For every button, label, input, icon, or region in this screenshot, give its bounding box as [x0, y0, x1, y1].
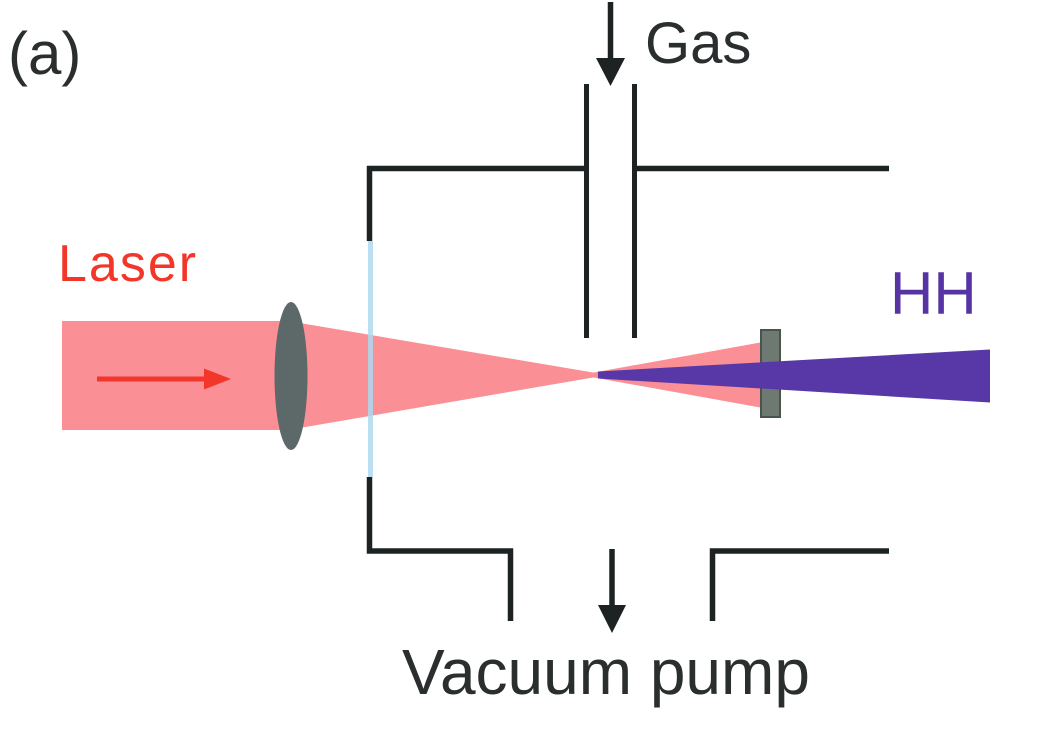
laser-beam-input: [62, 321, 290, 430]
laser-direction-arrow-head-icon: [204, 368, 231, 390]
gas-flow-arrow-head-icon: [596, 58, 625, 86]
laser-label: Laser: [58, 235, 199, 293]
vacuum-flow-arrow-head-icon: [598, 605, 626, 633]
focusing-lens: [274, 302, 308, 450]
panel-label: (a): [8, 20, 82, 87]
chamber-bottom-left-wall: [367, 548, 514, 621]
gas-label: Gas: [645, 11, 752, 76]
chamber-bottom-right-wall: [709, 548, 889, 621]
laser-beam-converging: [288, 321, 593, 430]
hh-beam: [598, 349, 990, 403]
vacuum-pump-label: Vacuum pump: [402, 636, 810, 708]
hh-label: HH: [890, 260, 977, 327]
